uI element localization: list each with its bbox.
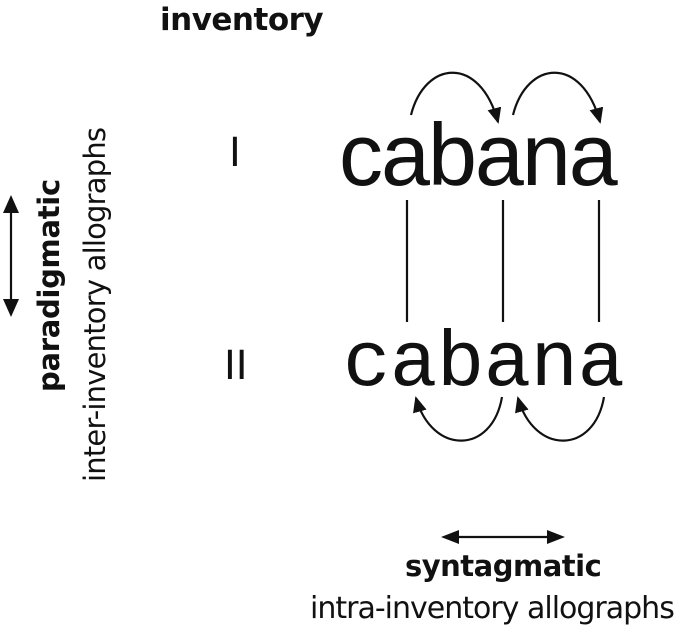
bottom-arc-2 bbox=[515, 396, 606, 442]
intra-inventory-label: intra-inventory allographs bbox=[310, 591, 675, 626]
bottom-arc-1 bbox=[413, 396, 504, 442]
top-arc-2 bbox=[511, 71, 604, 124]
top-arc-1 bbox=[409, 71, 502, 124]
word-sans-serif: cabana bbox=[339, 105, 618, 204]
row-numeral-1: I bbox=[229, 130, 241, 176]
row-numeral-2: II bbox=[224, 343, 248, 389]
syntagmatic-label: syntagmatic bbox=[405, 549, 602, 583]
syntagmatic-arrow-icon bbox=[441, 530, 565, 544]
inventory-heading: inventory bbox=[160, 2, 324, 38]
word-monospace: cabana bbox=[343, 319, 625, 409]
paradigmatic-arrow-icon bbox=[3, 195, 19, 317]
